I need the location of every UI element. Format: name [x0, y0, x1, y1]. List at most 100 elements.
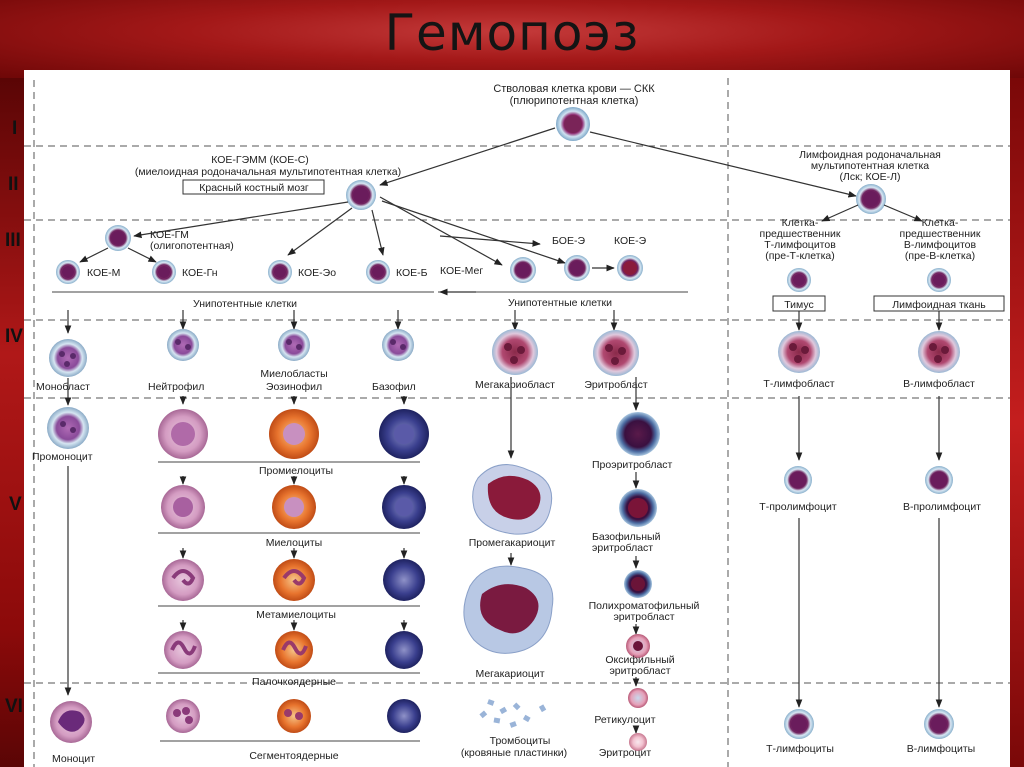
level-v: V	[9, 494, 22, 515]
promyelocytes-label: Промиелоциты	[259, 465, 333, 477]
metamyelocyte-neut	[162, 559, 204, 601]
myelocytes-label: Миелоциты	[266, 537, 322, 549]
koe-gm-cell	[105, 225, 131, 251]
metamyelocyte-eos	[273, 559, 315, 601]
koe-gemm-sublabel: (миелоидная родоначальная мультипотентна…	[135, 166, 401, 178]
megakaryocyte-label: Мегакариоцит	[475, 668, 544, 680]
stem-cell-label: Стволовая клетка крови — СКК	[493, 83, 655, 95]
boe-e-label: БОЕ-Э	[552, 235, 585, 247]
koe-gn-label: КОЕ-Гн	[182, 267, 218, 279]
monocyte-cell	[50, 701, 92, 743]
t-prolymphocyte-cell	[784, 466, 812, 494]
erythroblast-cell	[593, 330, 639, 376]
promyelocyte-baso	[379, 409, 429, 459]
monoblast-label: Монобласт	[36, 381, 90, 393]
myeloblast-neut-cell	[167, 329, 199, 361]
monocyte-label: Моноцит	[52, 753, 95, 765]
monoblast-cell	[49, 339, 87, 377]
basophilic-erythroblast-label-2: эритробласт	[592, 542, 653, 554]
basophil-label: Базофил	[372, 381, 416, 393]
reticulocyte-cell	[628, 688, 648, 708]
segmented-neut	[166, 699, 200, 733]
koe-m-cell	[56, 260, 80, 284]
segmented-label: Сегментоядерные	[249, 750, 338, 762]
megakaryoblast-label: Мегакариобласт	[475, 379, 555, 391]
thrombocytes-sublabel: (кровяные пластинки)	[461, 747, 567, 759]
koe-eo-label: КОЕ-Эо	[298, 267, 336, 279]
band-eos	[275, 631, 313, 669]
promonocyte-label: Промоноцит	[32, 451, 93, 463]
t-lymphoblast-cell	[778, 331, 820, 373]
koe-b-cell	[366, 260, 390, 284]
promegakaryocyte-label: Промегакариоцит	[469, 537, 556, 549]
pre-b-cell	[927, 268, 951, 292]
pre-t-cell	[787, 268, 811, 292]
b-lymphoblast-label: В-лимфобласт	[903, 378, 975, 390]
pre-t-label-4: (пре-Т-клетка)	[765, 250, 835, 262]
koe-meg-label: КОЕ-Мег	[440, 265, 483, 277]
lymphoid-cell	[856, 184, 886, 214]
koe-eo-cell	[268, 260, 292, 284]
unipotent-left-label: Унипотентные клетки	[193, 298, 297, 310]
b-lymphoblast-cell	[918, 331, 960, 373]
t-lymphoblast-label: Т-лимфобласт	[763, 378, 834, 390]
eosinophil-label: Эозинофил	[266, 381, 322, 393]
megakaryoblast-cell	[492, 329, 538, 375]
pre-b-label-4: (пре-В-клетка)	[905, 250, 975, 262]
neutrophil-label: Нейтрофил	[148, 381, 204, 393]
b-lymphocytes-label: В-лимфоциты	[907, 743, 975, 755]
level-labels: I II III IV V VI	[5, 118, 23, 717]
segmented-eos	[277, 699, 311, 733]
metamyelocyte-baso	[383, 559, 425, 601]
erythroblast-label: Эритробласт	[584, 379, 647, 391]
level-vi: VI	[5, 696, 23, 717]
t-lymphocytes-label: Т-лимфоциты	[766, 743, 834, 755]
myeloblast-baso-cell	[382, 329, 414, 361]
proerythroblast-cell	[616, 412, 660, 456]
band-neut	[164, 631, 202, 669]
promyelocyte-neut	[158, 409, 208, 459]
level-i: I	[12, 118, 17, 139]
level-iv: IV	[5, 326, 23, 347]
megakaryocyte-cell	[464, 566, 553, 653]
lymphoid-label-3: (Лск; КОЕ-Л)	[839, 171, 900, 183]
b-prolymphocyte-label: В-пролимфоцит	[903, 501, 981, 513]
myelocyte-neut	[161, 485, 205, 529]
band-baso	[385, 631, 423, 669]
koe-b-label: КОЕ-Б	[396, 267, 428, 279]
metamyelocytes-label: Метамиелоциты	[256, 609, 336, 621]
band-label: Палочкоядерные	[252, 676, 336, 688]
b-prolymphocyte-cell	[925, 466, 953, 494]
koe-gemm-label: КОЕ-ГЭММ (КОЕ-С)	[211, 154, 309, 166]
t-lymphocytes-cell	[784, 709, 814, 739]
level-iii: III	[5, 230, 21, 251]
myelocyte-baso	[382, 485, 426, 529]
proerythroblast-label: Проэритробласт	[592, 459, 673, 471]
myeloblast-eos-cell	[278, 329, 310, 361]
unipotent-right-label: Унипотентные клетки	[508, 297, 612, 309]
oxyphilic-label-2: эритробласт	[609, 665, 670, 677]
level-ii: II	[8, 174, 19, 195]
koe-e-label: КОЕ-Э	[614, 235, 647, 247]
promonocyte-cell	[47, 407, 89, 449]
basophilic-erythroblast-cell	[619, 489, 657, 527]
segmented-baso	[387, 699, 421, 733]
polychromatophilic-label-2: эритробласт	[613, 611, 674, 623]
koe-gn-cell	[152, 260, 176, 284]
thrombocytes-label: Тромбоциты	[490, 735, 551, 747]
polychromatophilic-erythroblast-cell	[624, 570, 652, 598]
t-prolymphocyte-label: Т-пролимфоцит	[759, 501, 837, 513]
koe-gm-sublabel: (олигопотентная)	[150, 240, 234, 252]
promyelocyte-eos	[269, 409, 319, 459]
koe-m-label: КОЕ-М	[87, 267, 120, 279]
erythrocyte-label: Эритроцит	[599, 747, 652, 759]
reticulocyte-label: Ретикулоцит	[594, 714, 655, 726]
thymus-label: Тимус	[784, 299, 814, 311]
koe-e-cell	[617, 255, 643, 281]
stem-cell	[556, 107, 590, 141]
myeloblasts-label: Миелобласты	[260, 368, 327, 380]
koe-meg-cell	[510, 257, 536, 283]
red-marrow-label: Красный костный мозг	[199, 182, 309, 194]
